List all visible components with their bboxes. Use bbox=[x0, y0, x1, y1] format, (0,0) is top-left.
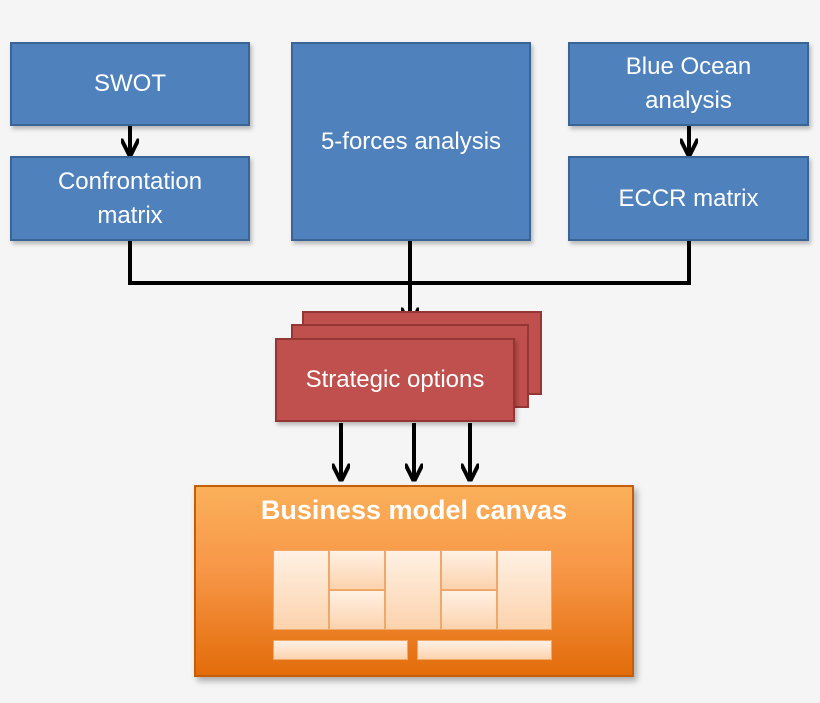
swot-label: SWOT bbox=[94, 70, 166, 97]
five-forces-box: 5-forces analysis bbox=[291, 42, 531, 241]
canvas-cell-revenue-streams bbox=[417, 640, 552, 660]
swot-box: SWOT bbox=[10, 42, 250, 126]
canvas-cell-customer-relationships bbox=[441, 550, 497, 590]
canvas-cell-channels bbox=[441, 590, 497, 630]
merge-connector-left bbox=[128, 241, 410, 285]
canvas-cell-cost-structure bbox=[273, 640, 408, 660]
blue-ocean-box: Blue Ocean analysis bbox=[568, 42, 809, 126]
strategic-options-label: Strategic options bbox=[305, 366, 485, 393]
eccr-matrix-box: ECCR matrix bbox=[568, 156, 809, 241]
eccr-matrix-label: ECCR matrix bbox=[618, 184, 759, 212]
five-forces-label: 5-forces analysis bbox=[320, 127, 502, 155]
strategic-options-box: Strategic options bbox=[275, 338, 515, 422]
canvas-cell-customer-segments bbox=[497, 550, 552, 630]
merge-connector-right bbox=[410, 241, 691, 285]
confrontation-matrix-label: Confrontation matrix bbox=[57, 167, 203, 229]
canvas-cell-key-activities bbox=[329, 550, 385, 590]
business-model-canvas-label: Business model canvas bbox=[260, 495, 568, 525]
confrontation-matrix-box: Confrontation matrix bbox=[10, 156, 250, 241]
blue-ocean-label: Blue Ocean analysis bbox=[625, 53, 752, 114]
canvas-cell-key-partners bbox=[273, 550, 329, 630]
canvas-cell-key-resources bbox=[329, 590, 385, 630]
canvas-cell-value-proposition bbox=[385, 550, 441, 630]
